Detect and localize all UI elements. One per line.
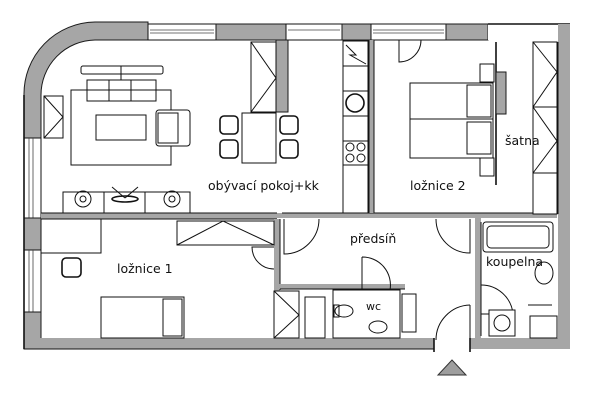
room-label-living: obývací pokoj+kk [208,178,319,193]
kitchen-counter [342,40,369,214]
armchair [155,109,191,147]
single-bed [100,296,185,339]
dining-chairs [219,115,299,159]
room-label-wc: wc [366,300,382,313]
toilet [334,304,354,318]
wardrobe-bedroom1 [176,220,275,246]
chair [61,257,82,278]
sink [345,93,365,113]
room-label-bedroom1: ložnice 1 [117,261,173,276]
washing-machine [488,309,516,337]
bathtub [482,221,554,253]
bath-sink [534,261,554,285]
room-label-bathroom: koupelna [486,254,544,269]
coffee-table [95,114,147,141]
cabinet-living [250,41,277,113]
dining-table [241,112,277,164]
room-label-bedroom2: ložnice 2 [410,178,466,193]
room-label-hall: předsíň [350,231,397,246]
room-label-closet: šatna [505,133,540,148]
tv-unit [62,186,191,214]
sofa [80,65,164,102]
entrance-arrow [436,359,468,376]
cooktop [345,142,366,163]
desk [40,218,102,254]
double-bed [409,63,495,177]
window-top-living [147,23,217,41]
wardrobe-left [43,95,64,139]
wc-sink [368,320,388,334]
